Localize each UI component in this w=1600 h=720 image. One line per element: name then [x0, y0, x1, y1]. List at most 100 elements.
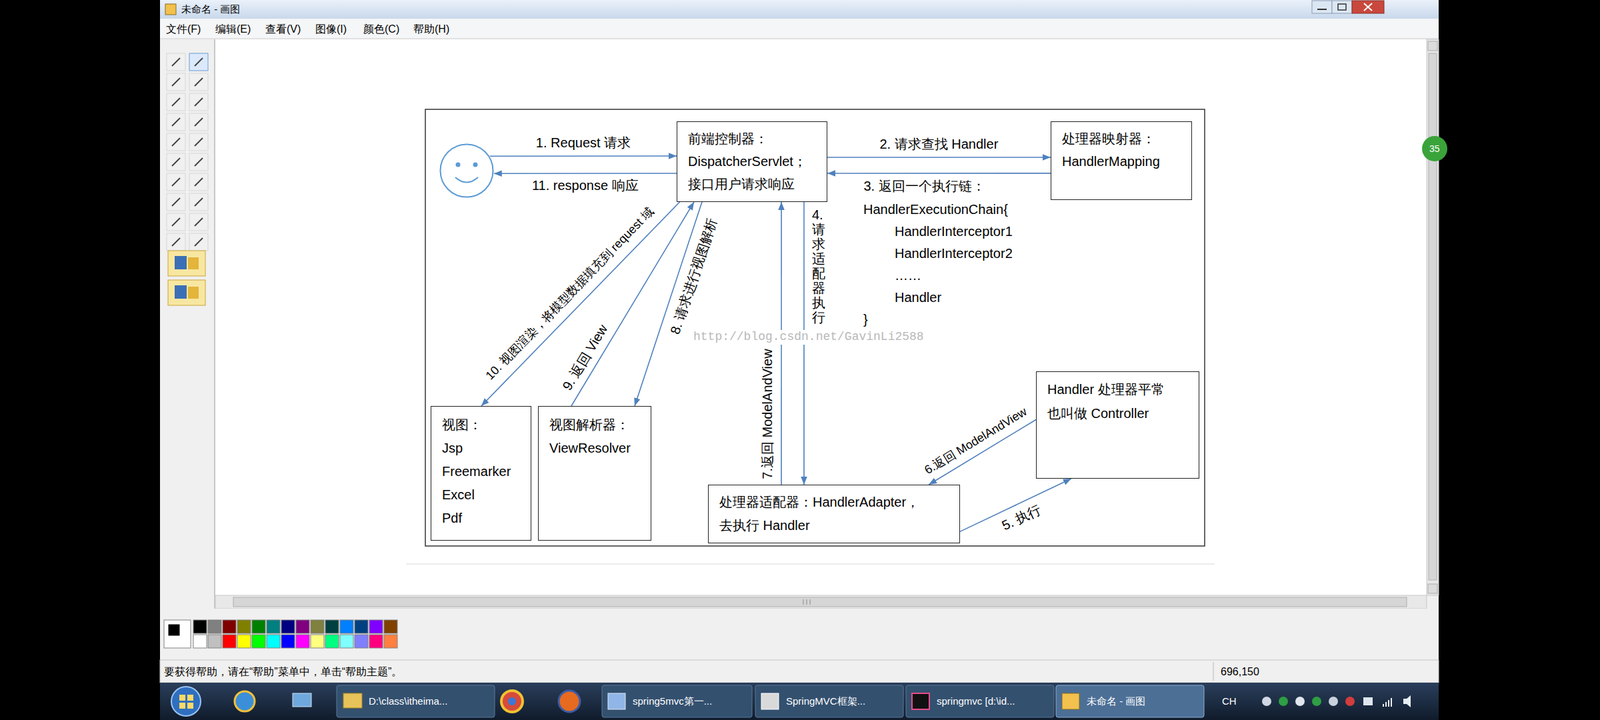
edge-label: 7.返回 ModelAndView	[758, 346, 775, 481]
foreground-color	[168, 624, 180, 636]
tool-glyph	[194, 78, 203, 86]
document-icon	[608, 693, 626, 710]
diagram-frame	[425, 109, 1205, 546]
node-text: 处理器映射器：	[1062, 127, 1185, 150]
tray-icon	[1312, 696, 1322, 706]
browser-icon	[234, 691, 255, 712]
edge-label: 11. response 响应	[530, 177, 641, 194]
palette-swatch	[193, 620, 207, 634]
process-box: 处理器映射器：HandlerMapping	[1050, 121, 1192, 200]
tool-glyph	[194, 198, 203, 206]
tool-glyph	[194, 218, 203, 226]
tool-glyph	[172, 58, 180, 66]
tool-button	[189, 113, 208, 131]
tool-glyph	[172, 218, 180, 226]
connector-arrow	[827, 156, 1051, 158]
signal-icon	[1383, 698, 1392, 707]
menu-item: 文件(F)	[166, 22, 201, 36]
tool-glyph	[172, 98, 180, 106]
tool-glyph	[194, 98, 203, 106]
menu-item: 编辑(E)	[215, 22, 251, 36]
window-title: 未命名 - 画图	[181, 3, 240, 16]
scroll-thumb	[233, 597, 1407, 607]
node-text: ViewResolver	[549, 436, 644, 460]
palette-swatch	[296, 620, 310, 634]
palette-swatch	[384, 634, 398, 648]
folder-icon	[343, 693, 362, 708]
watermark: http://blog.csdn.net/GavinLi2588	[692, 330, 926, 345]
tool-glyph	[172, 238, 180, 246]
node-text: 视图解析器：	[549, 413, 644, 437]
menu-bar	[160, 18, 1439, 39]
close-glyph	[1364, 3, 1372, 11]
face-outline	[440, 144, 494, 198]
tool-button	[166, 173, 186, 191]
taskbar-button	[755, 685, 904, 718]
face-smile	[455, 177, 478, 183]
tool-option-frame	[168, 280, 206, 306]
palette-swatch	[208, 620, 222, 634]
badge-number: 35	[1429, 143, 1440, 155]
tool-button	[189, 233, 208, 251]
palette-swatch	[354, 620, 368, 634]
node-text: Handler 处理器平常 也叫做 Controller	[1047, 377, 1192, 426]
toolbox-panel	[160, 39, 215, 609]
color-well	[164, 620, 191, 648]
tool-button	[166, 213, 186, 231]
node-text: Freemarker	[442, 460, 524, 484]
edge-label: 10. 视图渲染，将模型数据填充到 request 域	[481, 203, 658, 385]
face-eye	[456, 162, 461, 168]
tool-option-icon	[188, 257, 199, 270]
color-palette	[164, 620, 398, 648]
tool-glyph	[194, 178, 203, 186]
tool-glyph	[194, 118, 203, 126]
badge-circle	[1422, 136, 1448, 162]
node-text: 视图：	[442, 413, 524, 437]
ide-icon	[912, 693, 930, 710]
process-box: 处理器适配器：HandlerAdapter，去执行 Handler	[708, 484, 960, 544]
tool-button	[189, 133, 208, 151]
connector-arrow	[490, 155, 677, 157]
tool-option-icon	[188, 286, 199, 299]
palette-swatch	[310, 634, 324, 648]
code-text: ……	[894, 267, 922, 284]
status-coords: 696,150	[1220, 665, 1260, 678]
tool-glyph	[172, 78, 180, 86]
node-text: 处理器适配器：HandlerAdapter，	[719, 490, 953, 514]
tool-option-icon	[174, 256, 187, 270]
vertical-scrollbar	[1426, 39, 1439, 596]
taskbar-label: springmvc [d:\id...	[936, 695, 1016, 708]
taskbar-label: D:\class\itheima...	[368, 695, 448, 708]
palette-swatch	[340, 620, 354, 634]
code-text: HandlerInterceptor2	[894, 245, 1013, 262]
tool-glyph	[172, 198, 180, 206]
connector-arrow	[481, 202, 680, 406]
palette-panel	[160, 608, 1439, 660]
chrome-icon-center	[508, 697, 516, 706]
tool-button	[166, 153, 186, 171]
scroll-arrow	[1428, 41, 1438, 51]
actor-smiley	[439, 143, 494, 198]
page-edge	[406, 563, 1215, 565]
desktop-icon	[292, 693, 312, 707]
paint-icon	[1062, 693, 1080, 710]
tool-glyph	[172, 158, 180, 166]
minimize-glyph	[1317, 8, 1327, 10]
edge-label: 9. 返回 View	[558, 319, 612, 394]
edge-label: 1. Request 请求	[534, 134, 633, 151]
palette-swatch	[237, 634, 251, 648]
status-bar	[160, 660, 1439, 683]
node-text: Excel	[442, 483, 524, 507]
node-text: DispatcherServlet；	[688, 150, 820, 173]
window-frame	[160, 0, 1439, 720]
palette-swatch	[193, 634, 207, 648]
scroll-grip	[803, 599, 810, 605]
process-box: 视图：JspFreemarkerExcelPdf	[430, 406, 532, 541]
tray-icon	[1262, 696, 1272, 706]
chrome-icon	[501, 690, 523, 712]
node-text: 前端控制器：	[688, 127, 820, 150]
menu-divider	[160, 38, 1439, 40]
smiley-face	[439, 143, 494, 198]
scroll-arrow	[1428, 584, 1438, 594]
